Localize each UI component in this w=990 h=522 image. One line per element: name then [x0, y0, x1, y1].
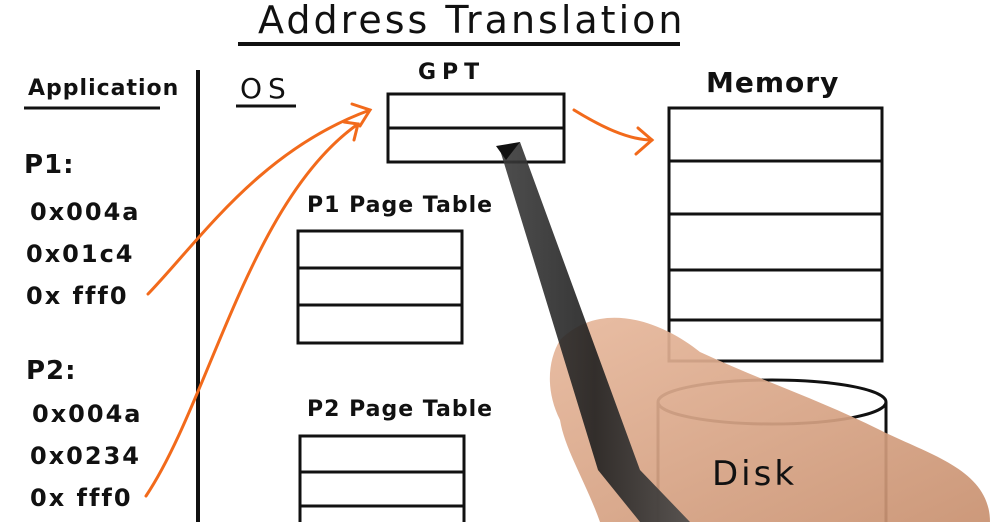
os-heading: OS	[240, 72, 292, 105]
p2-page-table-label: P2 Page Table	[307, 397, 494, 422]
arrowhead-p1	[350, 102, 373, 128]
arrow-p1-to-gpt	[146, 108, 372, 296]
p1-address-1: 0x004a	[30, 198, 141, 226]
arrowhead-memory	[634, 126, 655, 156]
gpt-table	[386, 92, 566, 164]
p1-page-table-label: P1 Page Table	[307, 193, 494, 218]
diagram-title: Address Translation	[258, 0, 686, 42]
p1-address-2: 0x01c4	[26, 240, 135, 268]
disk-cylinder	[656, 378, 888, 522]
p2-address-2: 0x0234	[30, 442, 141, 470]
arrowhead-p2	[342, 120, 360, 142]
process-p2-label: P2:	[26, 356, 77, 386]
p1-page-table	[296, 229, 464, 345]
arrow-gpt-to-memory	[572, 108, 654, 142]
process-p1-label: P1:	[24, 150, 75, 180]
p2-address-3: 0x fff0	[30, 484, 133, 512]
disk-label: Disk	[712, 454, 798, 494]
p2-address-1: 0x004a	[32, 400, 143, 428]
gpt-label: GPT	[418, 60, 486, 85]
memory-label: Memory	[706, 66, 840, 99]
p1-address-3: 0x fff0	[26, 282, 129, 310]
memory-table	[667, 106, 884, 363]
application-heading: Application	[28, 76, 180, 101]
p2-page-table	[298, 434, 466, 522]
arrow-p2-to-gpt	[144, 122, 360, 498]
